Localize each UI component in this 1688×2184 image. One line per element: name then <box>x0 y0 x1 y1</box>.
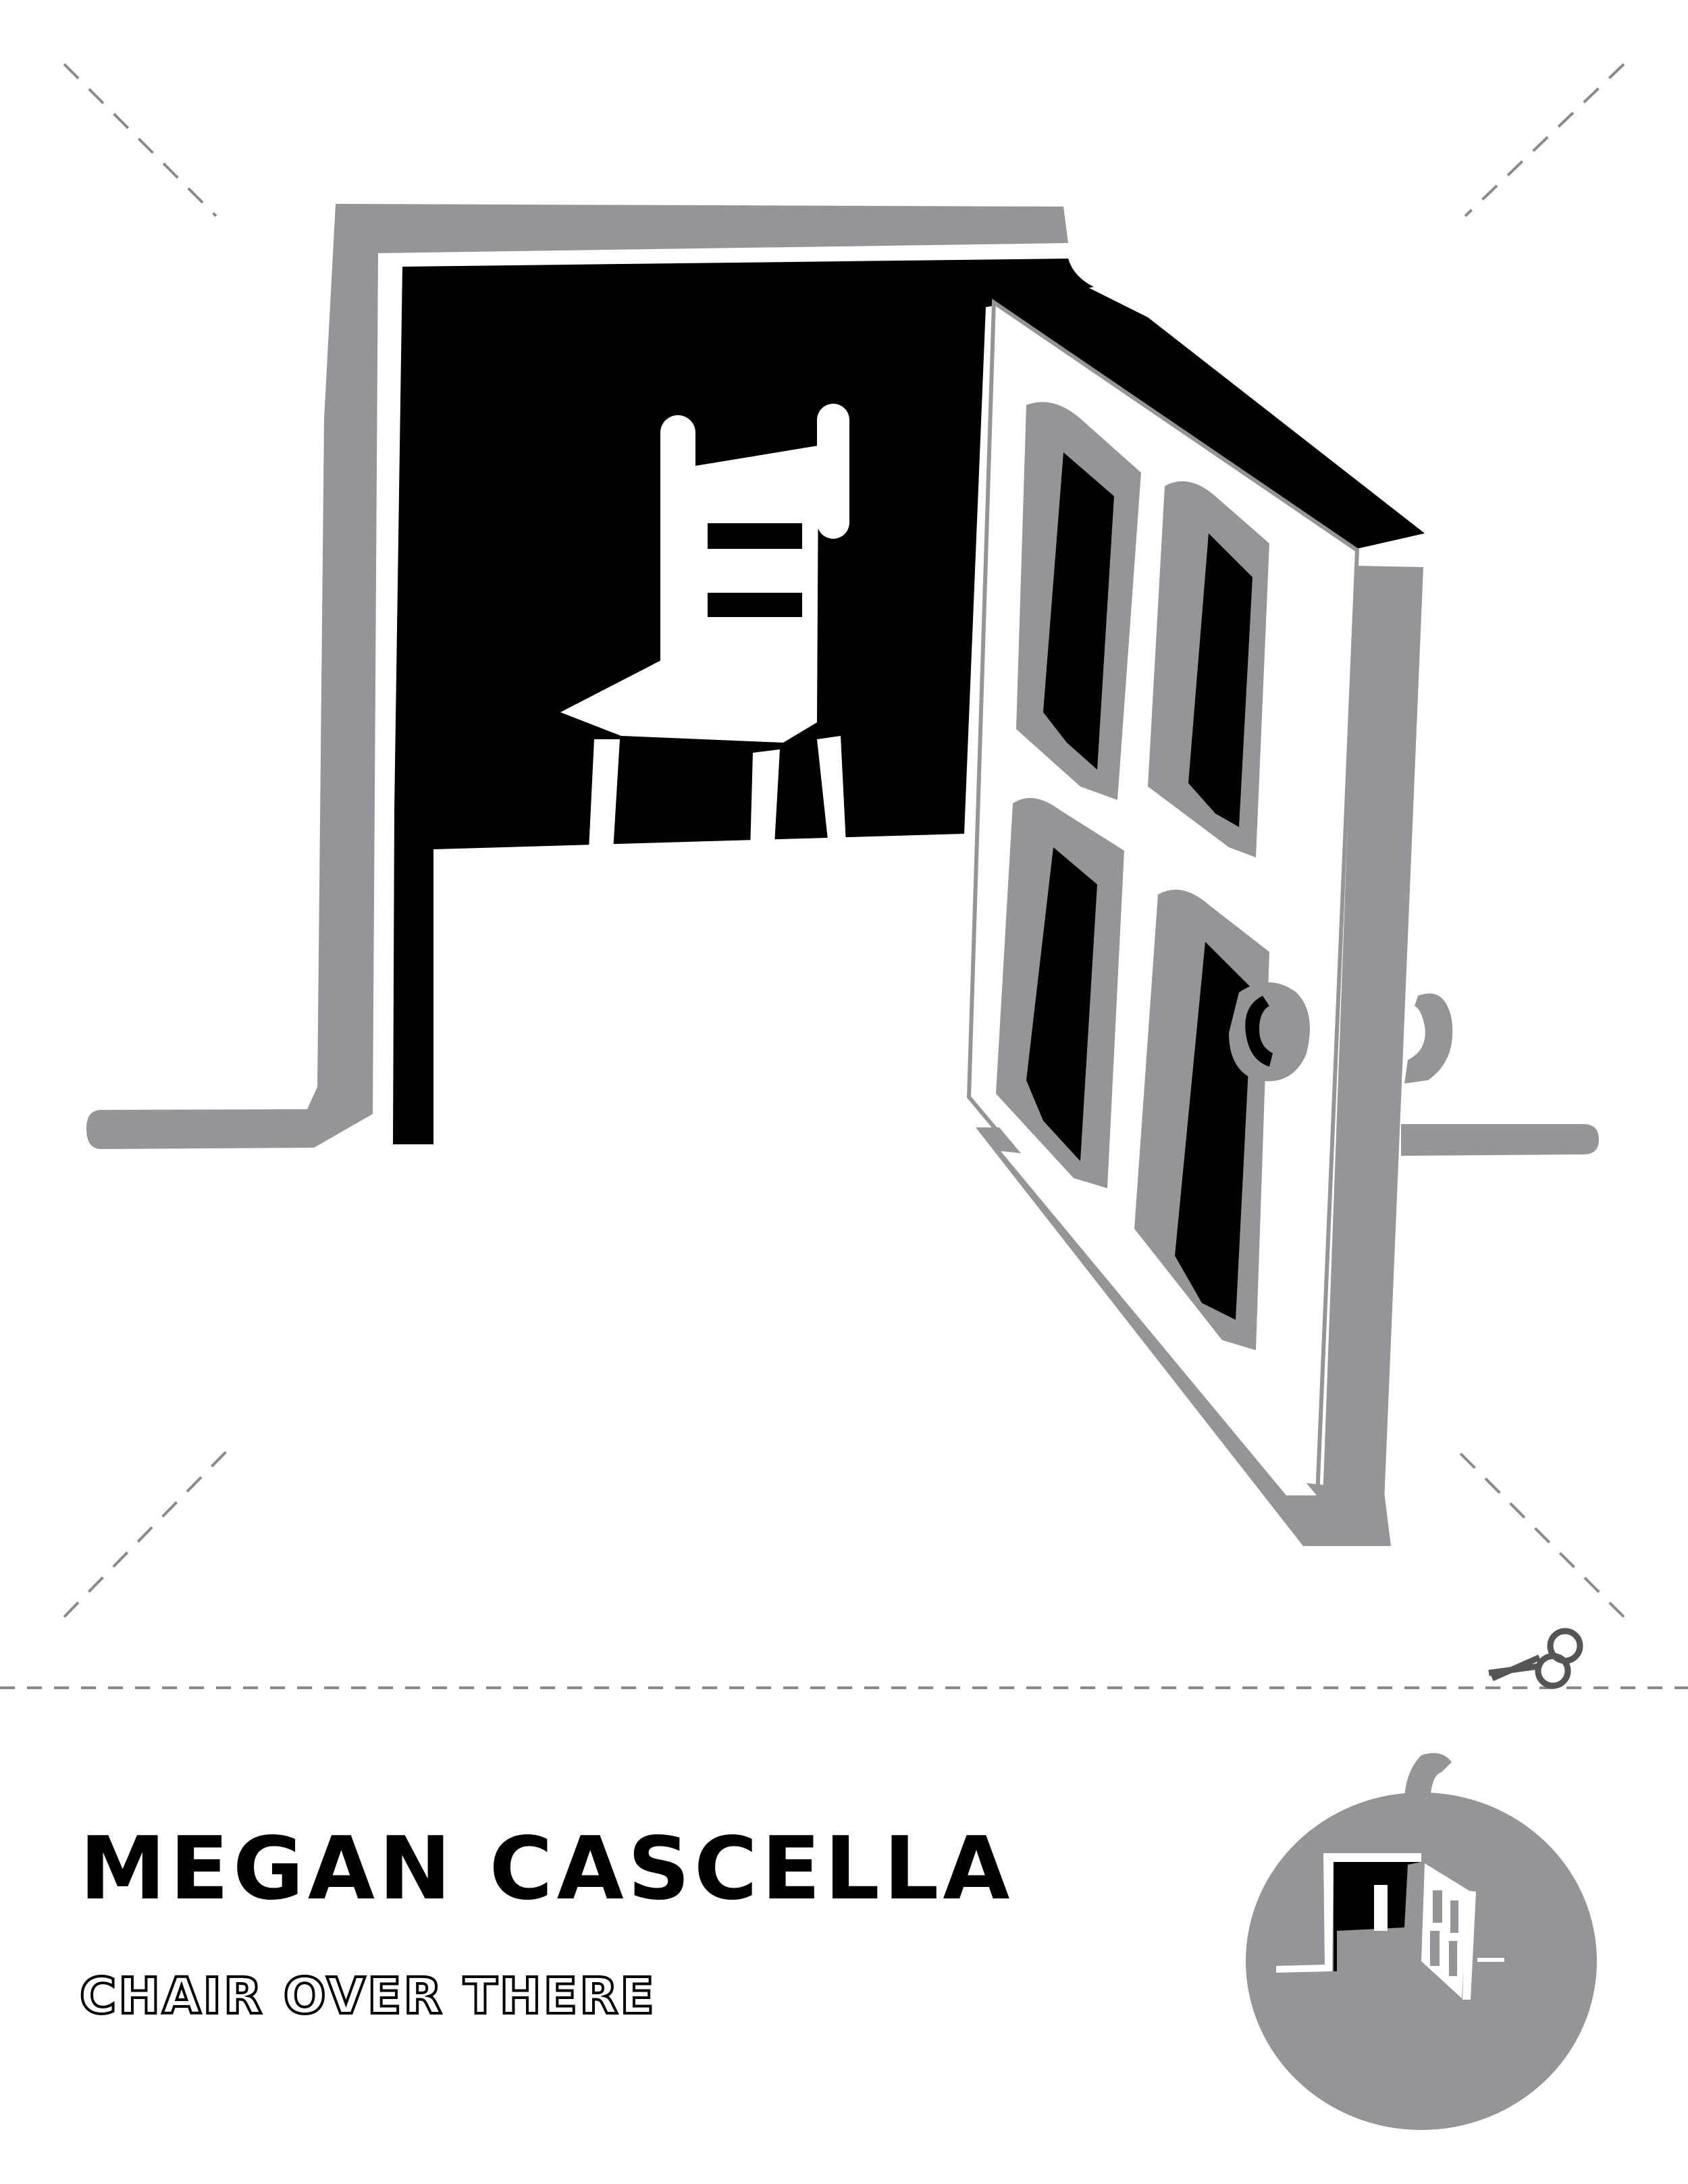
design-title: CHAIR OVER THERE <box>78 1967 656 2025</box>
chair-slat-gaps <box>708 523 802 617</box>
outer-knob <box>1401 993 1599 1156</box>
door-frame <box>86 204 1068 1149</box>
door-top-edge <box>994 277 1425 550</box>
designer-name: MEGAN CASCELLA <box>80 1819 1014 1919</box>
corner-crop-guides <box>63 63 1625 1618</box>
pumpkin-preview-icon <box>1246 1753 1597 2130</box>
open-door <box>966 298 1423 1546</box>
scissors-icon <box>1488 1628 1583 1689</box>
